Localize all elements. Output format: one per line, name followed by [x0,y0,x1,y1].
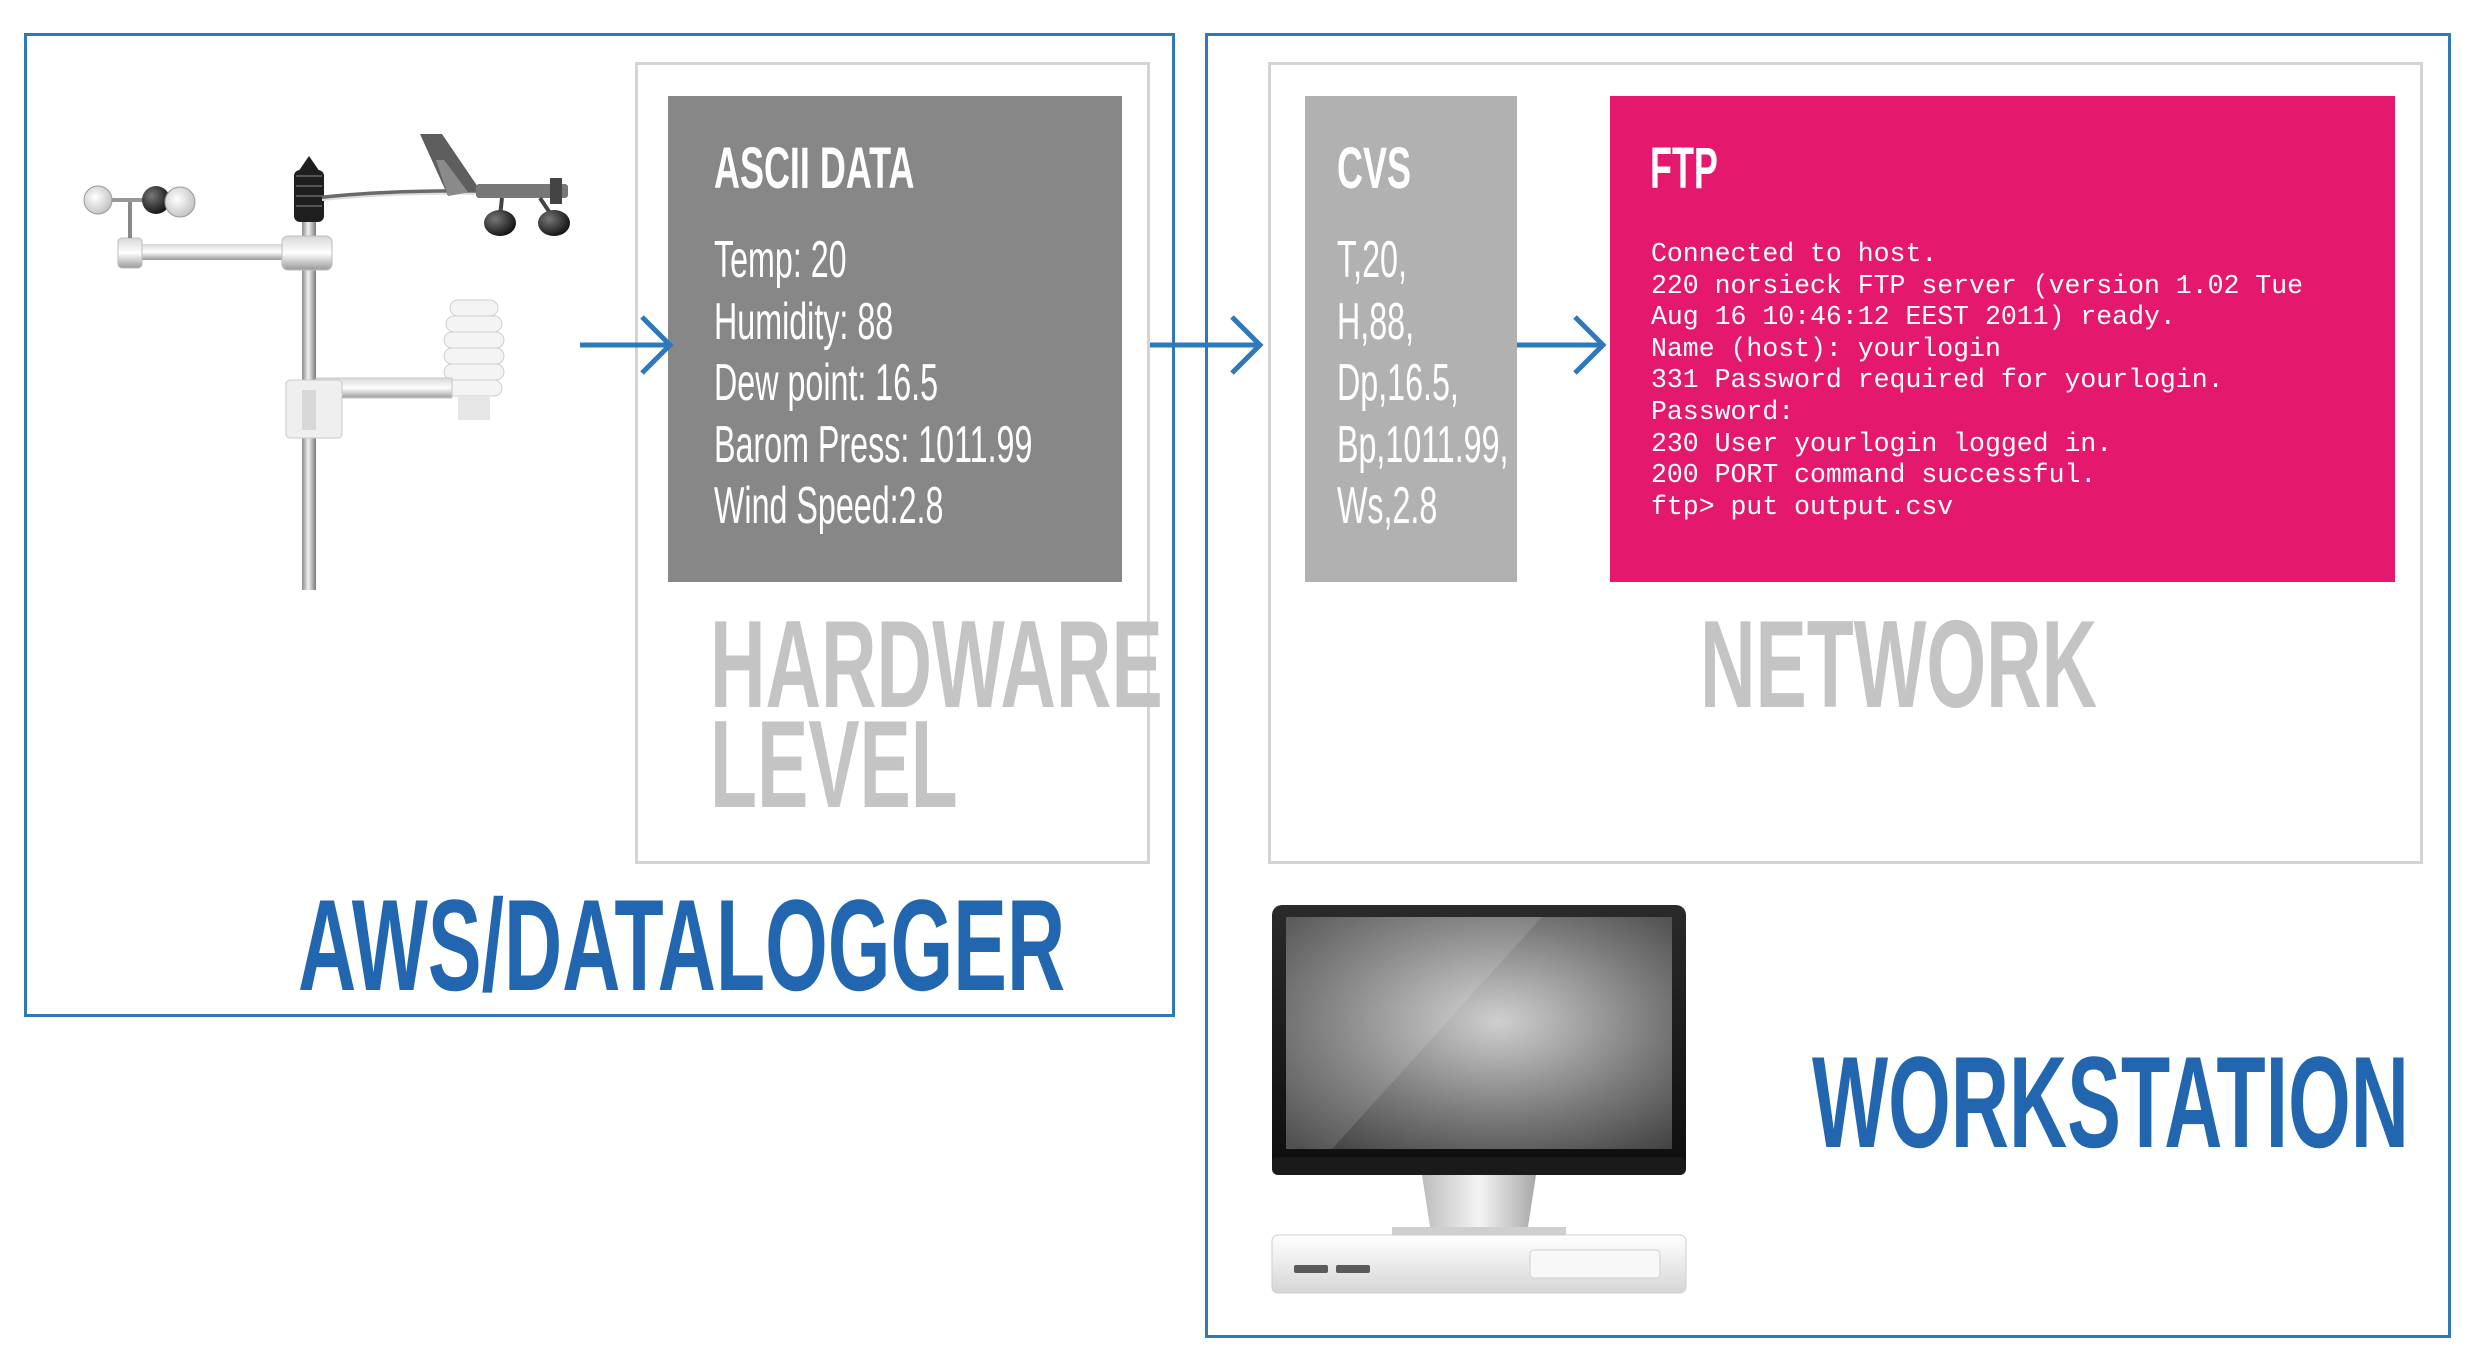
ftp-log-line: Password: [1651,396,1795,427]
csv-line: Ws,2.8 [1337,477,1438,535]
network-box [1268,62,2423,864]
csv-line: Bp,1011.99, [1337,415,1509,474]
ftp-log-line: 331 Password required for yourlogin. [1651,365,2224,396]
ftp-log-line: Name (host): yourlogin [1651,333,2001,364]
workstation-title: WORKSTATION [1812,1029,2409,1175]
csv-line: Dp,16.5, [1337,354,1459,412]
csv-line: T,20, [1337,231,1407,289]
ftp-panel [1610,96,2395,582]
ascii-line: Dew point: 16.5 [714,354,939,412]
ftp-log-line: Connected to host. [1651,239,1938,269]
csv-line: H,88, [1337,292,1415,351]
datalogger-box [24,33,1175,1017]
csv-title: CVS [1337,136,1411,201]
csv-panel [1305,96,1517,582]
arrow-right-icon [1513,315,1607,375]
datalogger-title: AWS/DATALOGGER [298,872,1066,1018]
ftp-log-line: 220 norsieck FTP server (version 1.02 Tu… [1651,270,2304,301]
computer-monitor-icon [1271,905,1687,1294]
weather-station-icon [83,134,570,590]
network-label: NETWORK [1700,596,2098,734]
workstation-box [1205,33,2451,1338]
ftp-title: FTP [1650,136,1718,201]
ascii-line: Temp: 20 [714,231,847,289]
csv-lines: T,20, H,88, Dp,16.5, Bp,1011.99, Ws,2.8 [1337,230,1614,538]
hardware-label: HARDWARE [710,596,1163,734]
ftp-log: Connected to host. 220 norsieck FTP serv… [1651,239,2303,523]
ascii-data-title: ASCII DATA [714,136,915,201]
ftp-log-line: 200 PORT command successful. [1651,460,2097,491]
ftp-log-line: Aug 16 10:46:12 EEST 2011) ready. [1651,302,2176,333]
ftp-log-line: ftp> put output.csv [1651,491,1954,522]
ascii-data-lines: Temp: 20 Humidity: 88 Dew point: 16.5 Ba… [714,230,1228,538]
hardware-level-box [635,62,1150,864]
ascii-data-panel [668,96,1122,582]
ascii-line: Barom Press: 1011.99 [714,415,1033,474]
ftp-log-line: 230 User yourlogin logged in. [1651,428,2113,459]
level-label: LEVEL [710,696,958,834]
arrow-right-icon [580,315,674,375]
ascii-line: Wind Speed:2.8 [714,477,944,535]
ascii-line: Humidity: 88 [714,292,894,351]
